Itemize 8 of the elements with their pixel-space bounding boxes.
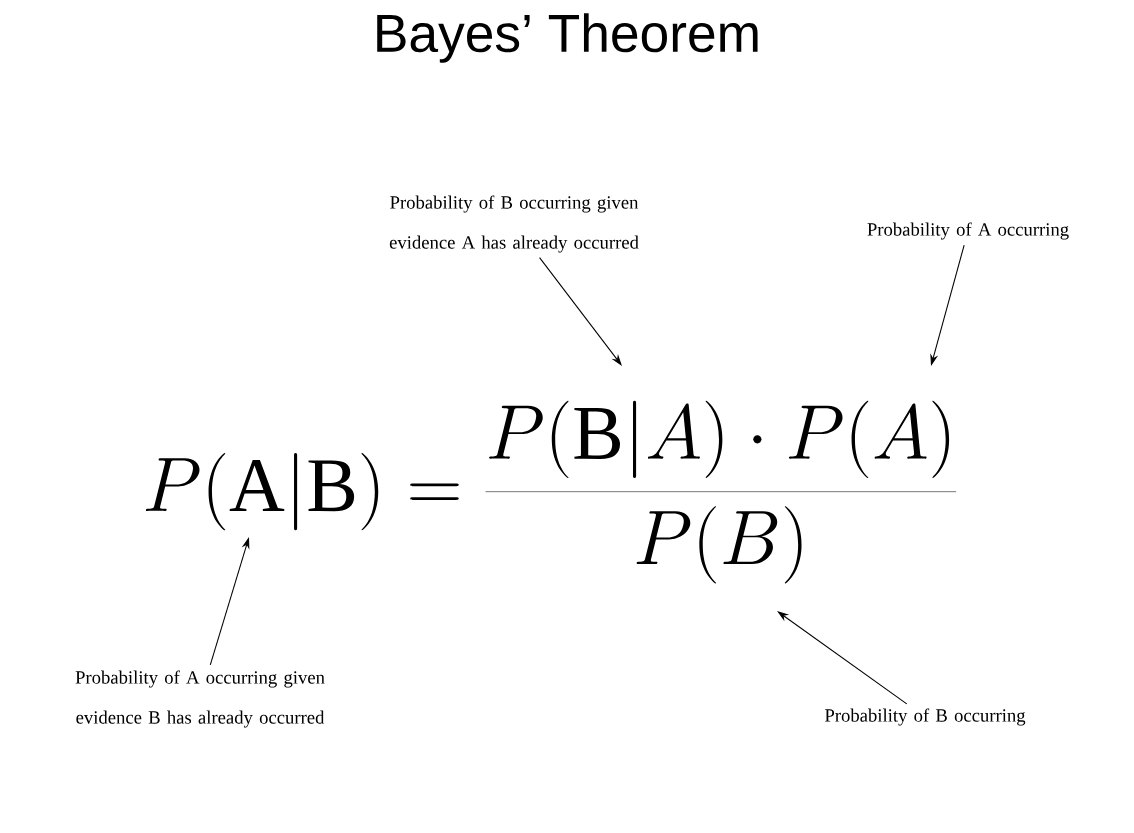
annotation-text: Probability of A occurring: [867, 222, 1069, 240]
leader-arrow: [539, 257, 622, 366]
annotation-text: Probability of A occurring given evidence B has already occurred: [75, 670, 325, 728]
annotation-text: Probability of B occurring given evidence A has already occurred: [389, 195, 639, 253]
leader-arrow: [777, 611, 908, 705]
annotation-text: Probability of B occurring: [825, 708, 1026, 726]
formula: $P(\mathrm{A}|\mathrm{B}) = \frac{P(\mathrm{B}|A)\cdot P(A)}{P(B)}$: [145, 400, 957, 584]
title: Bayes’ Theorem: [377, 13, 758, 63]
